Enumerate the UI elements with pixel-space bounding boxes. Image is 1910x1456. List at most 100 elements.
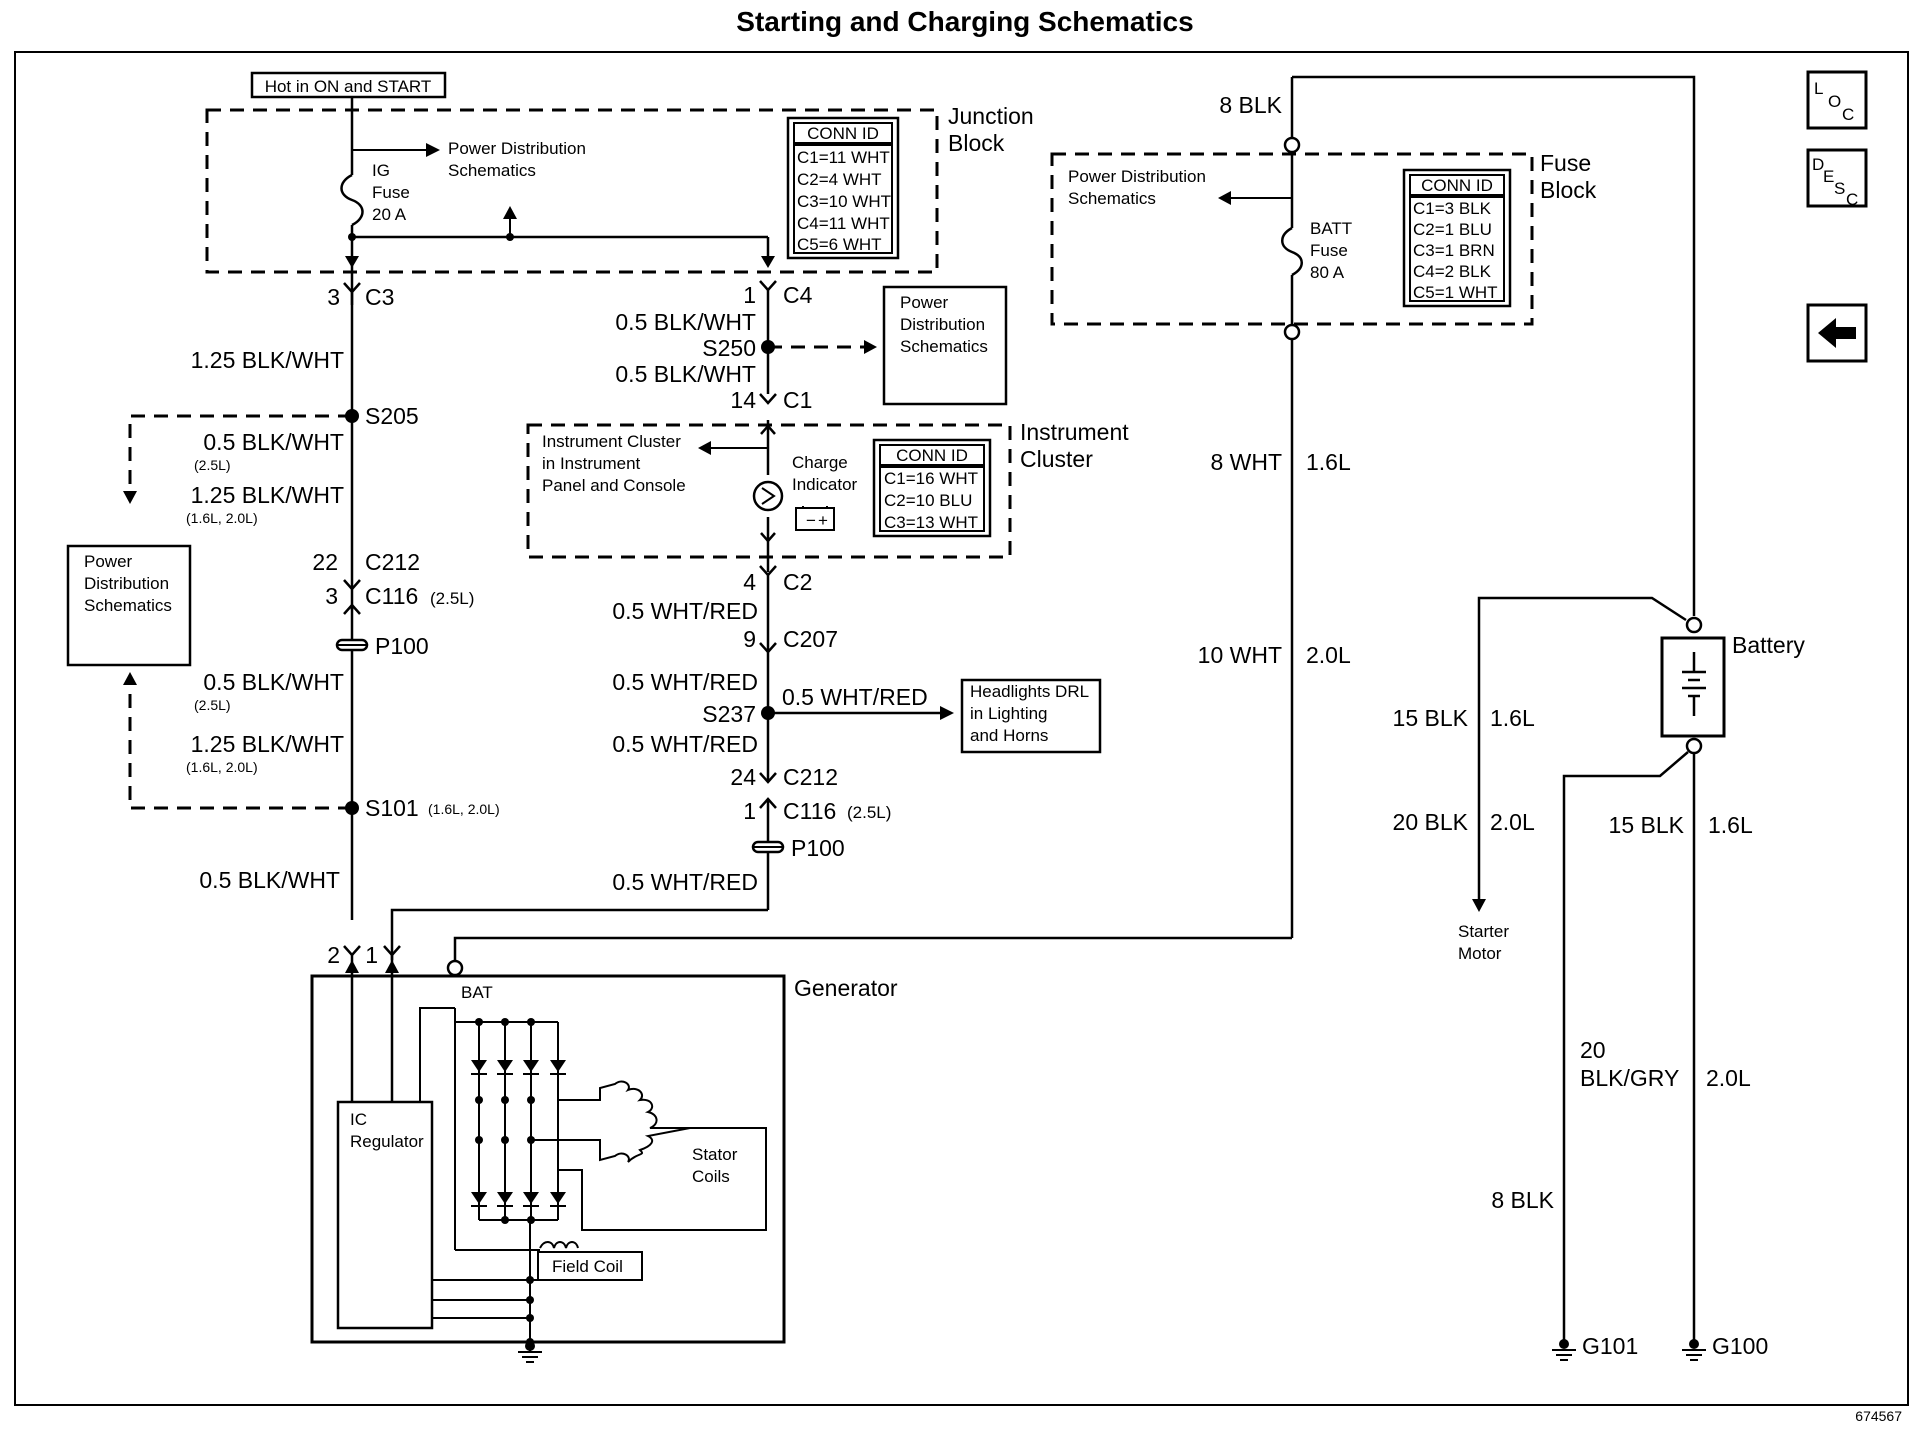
svg-text:0.5 BLK/WHT: 0.5 BLK/WHT: [199, 867, 340, 893]
junction-block-title-2: Block: [948, 130, 1005, 156]
svg-text:C3=13 WHT: C3=13 WHT: [884, 513, 978, 532]
arrow-right-icon: [940, 706, 954, 720]
ig-fuse-icon: [340, 173, 364, 227]
svg-text:C3: C3: [365, 284, 394, 310]
svg-text:Starter: Starter: [1458, 922, 1509, 941]
left-pds-box: [66, 544, 192, 667]
svg-text:CONN ID: CONN ID: [1421, 176, 1493, 195]
center-branch-lower: 4 C2 0.5 WHT/RED 9 C207 0.5 WHT/RED S237…: [390, 565, 954, 960]
left-arrow-icon: [1818, 318, 1856, 348]
svg-text:C4=11 WHT: C4=11 WHT: [797, 214, 890, 233]
svg-text:C4=2 BLK: C4=2 BLK: [1413, 262, 1492, 281]
svg-text:C207: C207: [783, 626, 838, 652]
svg-text:C2=1 BLU: C2=1 BLU: [1413, 220, 1492, 239]
desc-letter-d: D: [1812, 155, 1824, 174]
generator: Generator 2 1 BAT IC Regulator: [310, 942, 898, 1363]
svg-text:Instrument Cluster: Instrument Cluster: [542, 432, 681, 451]
center-branch: 1 C4 0.5 BLK/WHT S250 0.5 BLK/WHT 14 C1: [615, 280, 877, 413]
mid-pds-label-3: Schematics: [900, 337, 988, 356]
svg-text:8 WHT: 8 WHT: [1210, 449, 1282, 475]
arrow-down-icon: [761, 256, 775, 268]
svg-text:8 BLK: 8 BLK: [1219, 92, 1282, 118]
svg-text:9: 9: [743, 626, 756, 652]
svg-text:Motor: Motor: [1458, 944, 1502, 963]
svg-text:CONN ID: CONN ID: [896, 446, 968, 465]
svg-text:1.25 BLK/WHT: 1.25 BLK/WHT: [191, 731, 344, 757]
desc-letter-s: S: [1834, 179, 1845, 198]
mid-pds-label-1: Power: [900, 293, 949, 312]
svg-text:20 BLK: 20 BLK: [1393, 809, 1469, 835]
page-title: Starting and Charging Schematics: [736, 6, 1193, 37]
svg-text:2.0L: 2.0L: [1706, 1065, 1751, 1091]
svg-text:C5=6 WHT: C5=6 WHT: [797, 235, 882, 254]
svg-text:14: 14: [730, 387, 756, 413]
svg-text:(2.5L): (2.5L): [847, 803, 891, 822]
svg-text:20: 20: [1580, 1037, 1606, 1063]
desc-button[interactable]: D E S C: [1806, 148, 1868, 209]
svg-text:0.5 BLK/WHT: 0.5 BLK/WHT: [203, 669, 344, 695]
ic-title-1: Instrument: [1020, 419, 1129, 445]
svg-text:P100: P100: [791, 835, 845, 861]
battery-indicator-icon: [795, 507, 835, 531]
loc-button[interactable]: L O C: [1806, 70, 1868, 130]
diode-icon: [523, 1192, 539, 1207]
stator-coil-icon: [558, 1080, 690, 1129]
svg-text:0.5 BLK/WHT: 0.5 BLK/WHT: [203, 429, 344, 455]
diode-icon: [471, 1192, 487, 1207]
svg-text:1: 1: [743, 798, 756, 824]
svg-text:10 WHT: 10 WHT: [1198, 642, 1282, 668]
headlights-box: [960, 678, 1102, 754]
arrow-up-icon: [503, 206, 517, 219]
hot-label-box: [250, 71, 447, 99]
loc-letter-o: O: [1828, 92, 1841, 111]
svg-text:S101: S101: [365, 795, 419, 821]
battery-section: Battery 15 BLK 1.6L 20 BLK 2.0L Starter …: [1393, 596, 1805, 1361]
svg-text:C1=3 BLK: C1=3 BLK: [1413, 199, 1492, 218]
charge-indicator-bulb-icon: [752, 480, 784, 512]
svg-text:0.5 WHT/RED: 0.5 WHT/RED: [612, 598, 758, 624]
svg-text:0.5 BLK/WHT: 0.5 BLK/WHT: [615, 361, 756, 387]
mid-pds-box: [882, 285, 1008, 406]
svg-text:(2.5L): (2.5L): [194, 697, 231, 713]
svg-text:C212: C212: [365, 549, 420, 575]
svg-text:80 A: 80 A: [1310, 263, 1345, 282]
arrow-right-icon: [864, 340, 877, 354]
svg-text:C116: C116: [783, 798, 836, 824]
svg-text:Stator: Stator: [692, 1145, 738, 1164]
back-button[interactable]: [1806, 303, 1868, 363]
svg-text:Power Distribution: Power Distribution: [1068, 167, 1206, 186]
svg-text:0.5 WHT/RED: 0.5 WHT/RED: [782, 684, 928, 710]
svg-text:C1: C1: [783, 387, 812, 413]
svg-text:C3=10 WHT: C3=10 WHT: [797, 192, 891, 211]
fuse-block-title-1: Fuse: [1540, 150, 1591, 176]
svg-text:S237: S237: [702, 701, 756, 727]
junction-block-title-1: Junction: [948, 103, 1034, 129]
svg-text:(1.6L, 2.0L): (1.6L, 2.0L): [186, 759, 258, 775]
ig-fuse-label-3: 20 A: [372, 205, 407, 224]
ig-fuse-label-2: Fuse: [372, 183, 410, 202]
arrow-right-icon: [426, 143, 440, 157]
headlights-label-3: and Horns: [970, 726, 1048, 745]
batt-fuse-icon: [1281, 226, 1303, 277]
desc-letter-e: E: [1823, 167, 1834, 186]
svg-text:(1.6L, 2.0L): (1.6L, 2.0L): [186, 510, 258, 526]
headlights-label-1: Headlights DRL: [970, 682, 1089, 701]
arrow-up-icon: [345, 960, 359, 973]
ground-icon: [1682, 1339, 1706, 1361]
instrument-cluster-internals: − + Instrument Cluster in Instrument Pan…: [542, 420, 992, 572]
svg-text:Charge: Charge: [792, 453, 848, 472]
right-feed: 8 BLK 8 WHT 1.6L 10 WHT 2.0L BATT Fuse 8…: [453, 75, 1696, 960]
svg-text:0.5 WHT/RED: 0.5 WHT/RED: [612, 731, 758, 757]
jb-pds-label-1: Power Distribution: [448, 139, 586, 158]
svg-text:C1=16 WHT: C1=16 WHT: [884, 469, 978, 488]
fuse-block-title-2: Block: [1540, 177, 1597, 203]
svg-text:Generator: Generator: [794, 975, 898, 1001]
svg-text:Fuse: Fuse: [1310, 241, 1348, 260]
ground-icon: [1552, 1339, 1576, 1361]
diode-icon: [523, 1060, 539, 1075]
svg-text:+: +: [818, 511, 828, 530]
svg-text:0.5 BLK/WHT: 0.5 BLK/WHT: [615, 309, 756, 335]
arrow-left-icon: [698, 441, 711, 455]
diode-icon: [497, 1192, 513, 1207]
